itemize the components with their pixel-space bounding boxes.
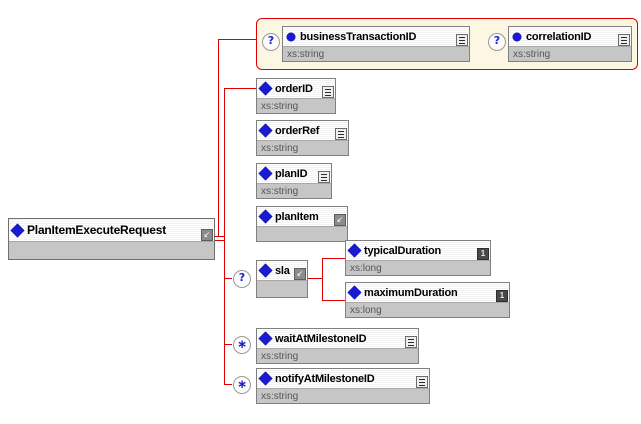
- node-label: maximumDuration: [364, 286, 458, 299]
- optional-indicator-sla[interactable]: ?: [233, 270, 251, 288]
- node-label: typicalDuration: [364, 244, 442, 257]
- node-maximumduration[interactable]: maximumDuration 1 xs:long: [345, 282, 510, 318]
- node-title-row: planItem ↙: [257, 207, 347, 227]
- node-type: xs:long: [350, 304, 382, 316]
- node-type-row: xs:string: [257, 349, 418, 363]
- blue-circle-icon: [287, 32, 295, 41]
- one-badge-icon: 1: [496, 290, 508, 302]
- node-type-row: xs:string: [283, 47, 469, 61]
- node-planitem[interactable]: planItem ↙: [256, 206, 348, 242]
- repeating-indicator-waitatmilestoneid[interactable]: ∗: [233, 336, 251, 354]
- node-type-row: [257, 227, 347, 241]
- connector-sla-stub: [308, 278, 322, 279]
- node-type: xs:string: [287, 48, 325, 60]
- connector-to-notify: [224, 384, 232, 385]
- node-planitemexecuterequest[interactable]: PlanItemExecuteRequest ↙: [8, 218, 215, 260]
- node-label: orderRef: [275, 124, 320, 137]
- node-planid[interactable]: planID xs:string: [256, 163, 332, 199]
- node-title-row: orderID: [257, 79, 335, 99]
- simple-type-icon: [618, 34, 630, 46]
- node-notifyatmilestoneid[interactable]: notifyAtMilestoneID xs:string: [256, 368, 430, 404]
- node-label: orderID: [275, 82, 313, 95]
- optional-indicator-businesstransactionid[interactable]: ?: [262, 33, 280, 51]
- simple-type-icon: [405, 336, 417, 348]
- connector-sla-to-typical: [322, 258, 345, 259]
- connector-trunk-outer-to-group: [218, 39, 257, 40]
- node-title-row: businessTransactionID: [283, 27, 469, 47]
- node-label: planItem: [275, 210, 319, 223]
- node-waitatmilestoneid[interactable]: waitAtMilestoneID xs:string: [256, 328, 419, 364]
- node-type: xs:string: [261, 390, 299, 402]
- blue-diamond-icon: [259, 124, 272, 137]
- node-type-row: xs:string: [257, 389, 429, 403]
- node-type-row: xs:string: [509, 47, 631, 61]
- complex-type-icon: ↙: [334, 214, 346, 226]
- node-title-row: typicalDuration 1: [346, 241, 490, 261]
- one-badge-icon: 1: [477, 248, 489, 260]
- node-type-row: xs:long: [346, 261, 490, 275]
- connector-to-wait: [224, 344, 232, 345]
- connector-trunk-outer: [218, 39, 219, 237]
- blue-diamond-icon: [259, 210, 272, 223]
- connector-root-stub-2: [215, 240, 225, 241]
- node-label: sla: [275, 264, 290, 277]
- node-typicalduration[interactable]: typicalDuration 1 xs:long: [345, 240, 491, 276]
- blue-diamond-icon: [259, 332, 272, 345]
- simple-type-icon: [416, 376, 428, 388]
- node-orderid[interactable]: orderID xs:string: [256, 78, 336, 114]
- node-label: waitAtMilestoneID: [275, 332, 367, 345]
- blue-diamond-icon: [259, 372, 272, 385]
- simple-type-icon: [456, 34, 468, 46]
- node-title-row: PlanItemExecuteRequest ↙: [9, 219, 214, 242]
- simple-type-icon: [318, 171, 330, 183]
- node-label: businessTransactionID: [300, 30, 417, 43]
- node-type-row: xs:string: [257, 99, 335, 113]
- node-type-row: xs:string: [257, 184, 331, 198]
- connector-to-sla: [224, 278, 232, 279]
- node-label: notifyAtMilestoneID: [275, 372, 375, 385]
- node-businesstransactionid[interactable]: businessTransactionID xs:string: [282, 26, 470, 62]
- blue-circle-icon: [513, 32, 521, 41]
- connector-sla-trunk: [322, 258, 323, 300]
- node-label: correlationID: [526, 30, 592, 43]
- node-type: xs:string: [513, 48, 551, 60]
- blue-diamond-icon: [11, 223, 24, 237]
- node-type: xs:string: [261, 350, 299, 362]
- page-title: PlanItemExecuteRequest: [27, 223, 166, 237]
- node-type: xs:long: [350, 262, 382, 274]
- node-type: xs:string: [261, 185, 299, 197]
- node-title-row: planID: [257, 164, 331, 184]
- repeating-indicator-notifyatmilestoneid[interactable]: ∗: [233, 376, 251, 394]
- node-title-row: correlationID: [509, 27, 631, 47]
- blue-diamond-icon: [259, 264, 272, 277]
- node-sla[interactable]: sla ↙: [256, 260, 308, 298]
- node-orderref[interactable]: orderRef xs:string: [256, 120, 349, 156]
- node-label: planID: [275, 167, 308, 180]
- connector-sla-to-maximum: [322, 300, 345, 301]
- complex-type-icon: ↙: [201, 229, 213, 241]
- node-title-row: notifyAtMilestoneID: [257, 369, 429, 389]
- node-title-row: orderRef: [257, 121, 348, 141]
- optional-indicator-correlationid[interactable]: ?: [488, 33, 506, 51]
- blue-diamond-icon: [259, 82, 272, 95]
- node-title-row: maximumDuration 1: [346, 283, 509, 303]
- connector-trunk-inner: [224, 88, 225, 384]
- node-type-row: [9, 242, 214, 259]
- node-type: xs:string: [261, 142, 299, 154]
- blue-diamond-icon: [348, 244, 361, 257]
- complex-type-icon: ↙: [294, 268, 306, 280]
- node-title-row: waitAtMilestoneID: [257, 329, 418, 349]
- node-type-row: [257, 281, 307, 297]
- node-type-row: xs:long: [346, 303, 509, 317]
- connector-root-stub: [215, 236, 225, 237]
- node-type: xs:string: [261, 100, 299, 112]
- connector-to-orderid: [224, 88, 256, 89]
- simple-type-icon: [322, 86, 334, 98]
- blue-diamond-icon: [259, 167, 272, 180]
- blue-diamond-icon: [348, 286, 361, 299]
- node-correlationid[interactable]: correlationID xs:string: [508, 26, 632, 62]
- simple-type-icon: [335, 128, 347, 140]
- node-type-row: xs:string: [257, 141, 348, 155]
- node-title-row: sla ↙: [257, 261, 307, 281]
